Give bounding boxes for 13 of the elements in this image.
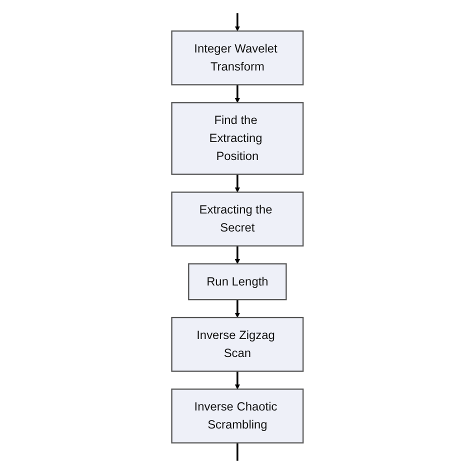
node-box: Inverse Chaotic Scrambling xyxy=(170,388,304,444)
arrow xyxy=(234,13,240,32)
node-box: Integer Wavelet Transform xyxy=(170,30,304,86)
arrow xyxy=(234,84,240,103)
node-box: Inverse Zigzag Scan xyxy=(170,316,304,372)
arrow xyxy=(234,300,240,318)
node-box: Run Length xyxy=(188,263,286,300)
arrow xyxy=(234,174,240,192)
node-box: Extracting the Secret xyxy=(170,192,304,247)
node-box: Find the Extracting Position xyxy=(170,102,304,175)
arrow xyxy=(234,371,240,390)
connector xyxy=(236,442,238,461)
arrow xyxy=(234,246,240,264)
